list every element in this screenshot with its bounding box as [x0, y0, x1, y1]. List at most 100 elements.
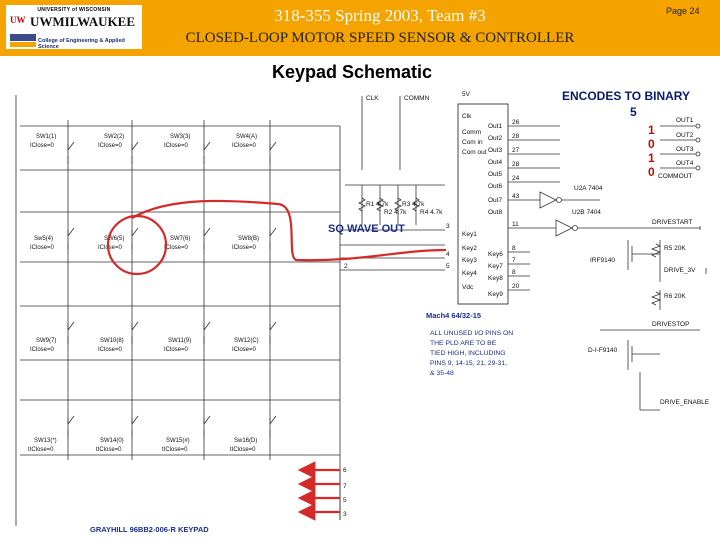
switch-symbols — [67, 141, 277, 438]
encodes-title: ENCODES TO BINARY — [562, 89, 690, 103]
switch-state: IClose=0 — [164, 143, 189, 149]
switch-label: SW11(9) — [168, 338, 191, 344]
chip-pin-label: Vdc — [462, 284, 474, 291]
switch-symbol — [269, 321, 277, 344]
pullup-resistors — [345, 184, 445, 225]
page-number: Page 24 — [666, 6, 700, 16]
switch-matrix-wires — [20, 120, 445, 520]
switch-state: tIClose=0 — [162, 447, 188, 453]
switch-symbol — [67, 321, 75, 344]
binary-digit: 0 — [648, 137, 655, 151]
clk-label: CLK — [366, 95, 379, 102]
keypad-part-label: GRAYHILL 96BB2-006-R KEYPAD — [90, 525, 209, 534]
output-label: OUT3 — [676, 146, 694, 153]
drive-label: DRIVE_ENABLE — [660, 399, 710, 406]
chip-pin-label: Out2 — [488, 135, 502, 142]
switch-state: IClose=0 — [98, 143, 123, 149]
switch-state: tIClose=0 — [28, 447, 54, 453]
chip-pin-label: Out4 — [488, 159, 502, 166]
switch-symbol — [67, 141, 75, 164]
binary-digit: 1 — [648, 123, 655, 137]
switch-label: SW6(5) — [104, 236, 124, 242]
switch-state: IClose=0 — [98, 347, 123, 353]
switch-symbol — [131, 141, 139, 164]
pin-number: 26 — [512, 119, 520, 126]
output-label: OUT2 — [676, 132, 694, 139]
chip-pin-label: Out7 — [488, 197, 502, 204]
switch-symbol — [203, 415, 211, 438]
switch-label: SW12(C) — [234, 338, 259, 344]
gate-label: U2A 7404 — [574, 185, 603, 192]
pin-number: 24 — [512, 175, 520, 182]
chip-pin-label: Com in — [462, 139, 483, 146]
inverter-gates — [539, 191, 600, 237]
drive-circuit — [600, 226, 707, 411]
header-band: UNIVERSITY of WISCONSIN UW UWMILWAUKEE C… — [0, 0, 720, 56]
switch-state: IClose=0 — [232, 245, 257, 251]
switch-label: SW4(A) — [236, 134, 257, 140]
resistor-label: R3 4.7k — [402, 201, 425, 208]
switch-symbol — [203, 227, 211, 250]
output-label: OUT4 — [676, 160, 694, 167]
comm-label: COMMN — [404, 95, 430, 102]
chip-pin-label: Key8 — [488, 275, 503, 282]
pld-chip — [457, 103, 509, 305]
pin-number: 3 — [446, 223, 450, 230]
bottom-pin: 3 — [343, 511, 347, 518]
output-label: OUT1 — [676, 117, 694, 124]
switch-symbol — [67, 227, 75, 250]
red-annotations — [106, 199, 447, 521]
switch-symbol — [269, 141, 277, 164]
chip-pin-label: Key4 — [462, 270, 477, 277]
uw-mark-icon: UW — [10, 15, 26, 25]
switch-state: tIClose=0 — [96, 447, 122, 453]
chip-pin-label: Out3 — [488, 147, 502, 154]
chip-pin-label: Key2 — [462, 245, 477, 252]
switch-label: Sw5(4) — [34, 236, 53, 242]
switch-state: IClose=0 — [164, 245, 189, 251]
bottom-pin: 6 — [343, 467, 347, 474]
transistor-label: D-I-F9140 — [588, 347, 618, 354]
switch-state: IClose=0 — [232, 143, 257, 149]
pin-number: 8 — [512, 269, 516, 276]
resistor-label: R1 4.7k — [366, 201, 389, 208]
encodes-value: 5 — [630, 105, 637, 119]
binary-digit: 0 — [648, 165, 655, 179]
switch-state: IClose=0 — [98, 245, 123, 251]
gate-label: U2B 7404 — [572, 209, 601, 216]
pin-number: 11 — [512, 221, 519, 228]
chip-pin-label: Out5 — [488, 171, 502, 178]
chip-pin-label: Clk — [462, 113, 472, 120]
pld-note: ALL UNUSED I/O PINS ON THE PLD ARE TO BE… — [430, 330, 515, 377]
switch-state: IClose=0 — [232, 347, 257, 353]
switch-label: SW14(0) — [100, 438, 124, 444]
pin-number: 27 — [512, 147, 520, 154]
logo-college: College of Engineering & Applied Science — [38, 38, 125, 50]
chip-pin-label: Com out — [462, 149, 487, 156]
chip-pin-label: Out8 — [488, 209, 502, 216]
chip-pin-label: Key1 — [462, 231, 477, 238]
pin-number: 28 — [512, 161, 520, 168]
output-label: COMMOUT — [658, 173, 692, 180]
page-title: 318-355 Spring 2003, Team #3 — [274, 6, 486, 25]
chip-pin-label: Key7 — [488, 263, 503, 270]
pin-number: 7 — [512, 257, 516, 264]
switch-label: Sw16(D) — [234, 438, 257, 444]
resistor-label: R5 20K — [664, 245, 686, 252]
switch-label: SW15(#) — [166, 438, 190, 444]
bottom-pin: 7 — [343, 483, 347, 490]
chip-pin-label: Out6 — [488, 183, 502, 190]
switch-symbol — [269, 227, 277, 250]
sq-wave-trace — [131, 199, 447, 262]
switch-symbol — [203, 321, 211, 344]
vcc-label: 5V — [462, 91, 471, 98]
switch-symbol — [131, 415, 139, 438]
resistor-label: R2 4.7k — [384, 209, 407, 216]
switch-label: SW3(3) — [170, 134, 190, 140]
drive-label: DRIVESTART — [652, 219, 693, 226]
pin-number: 4 — [446, 251, 450, 258]
pin-number: 20 — [512, 283, 520, 290]
switch-label: SW8(B) — [238, 236, 259, 242]
schematic-title: Keypad Schematic — [272, 62, 433, 82]
